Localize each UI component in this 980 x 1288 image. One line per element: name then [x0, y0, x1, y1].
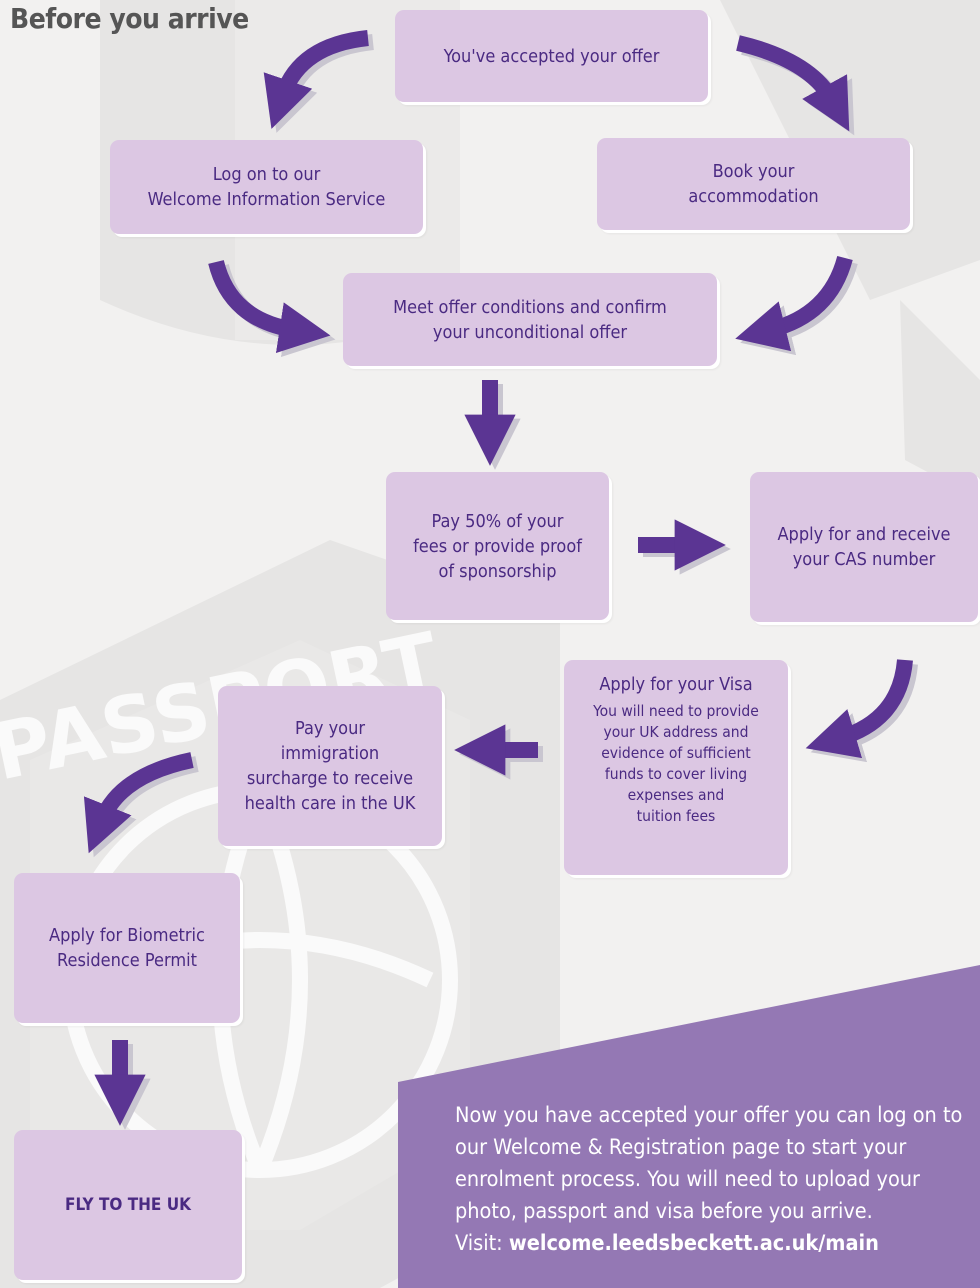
step-biometric-permit: Apply for Biometric Residence Permit [14, 873, 240, 1023]
step-cas-number-label: Apply for and receive your CAS number [777, 524, 951, 570]
arrow-offer-to-welcome [263, 30, 369, 129]
step-pay-fees: Pay 50% of your fees or provide proof of… [386, 472, 609, 620]
step-log-on-welcome-service: Log on to our Welcome Information Servic… [110, 140, 423, 234]
arrow-accommodation-to-conditions [735, 255, 853, 352]
step-meet-conditions-label: Meet offer conditions and confirm your u… [393, 296, 667, 343]
step-surcharge-label: Pay your immigration surcharge to receiv… [244, 718, 416, 814]
step-accepted-offer-label: You've accepted your offer [443, 45, 660, 67]
step-apply-visa: Apply for your Visa You will need to pro… [564, 660, 788, 875]
step-book-accommodation-label: Book your accommodation [688, 161, 819, 207]
step-immigration-surcharge: Pay your immigration surcharge to receiv… [218, 686, 442, 846]
step-book-accommodation: Book your accommodation [597, 138, 910, 230]
step-fly-label: FLY TO THE UK [65, 1194, 191, 1215]
step-fly-to-uk: FLY TO THE UK [14, 1130, 242, 1280]
step-accepted-offer: You've accepted your offer [395, 10, 708, 102]
step-cas-number: Apply for and receive your CAS number [750, 472, 978, 622]
step-pay-fees-label: Pay 50% of your fees or provide proof of… [413, 510, 582, 582]
arrow-offer-to-accommodation [736, 35, 850, 132]
info-panel-text: Now you have accepted your offer you can… [455, 1103, 963, 1224]
step-meet-offer-conditions: Meet offer conditions and confirm your u… [343, 273, 717, 366]
step-visa-title: Apply for your Visa [599, 674, 753, 695]
welcome-link[interactable]: welcome.leedsbeckett.ac.uk/main [508, 1231, 879, 1256]
page-title: Before you arrive [10, 2, 249, 35]
arrow-surcharge-to-biometric [83, 752, 194, 854]
arrow-cas-to-visa [805, 659, 913, 759]
arrow-welcome-to-conditions [208, 259, 331, 353]
info-visit-label: Visit: [455, 1231, 509, 1256]
step-log-on-label: Log on to our Welcome Information Servic… [147, 164, 386, 210]
step-biometric-label: Apply for Biometric Residence Permit [49, 925, 205, 971]
step-visa-detail: You will need to provide your UK address… [593, 702, 759, 825]
info-panel: Now you have accepted your offer you can… [455, 1100, 975, 1260]
